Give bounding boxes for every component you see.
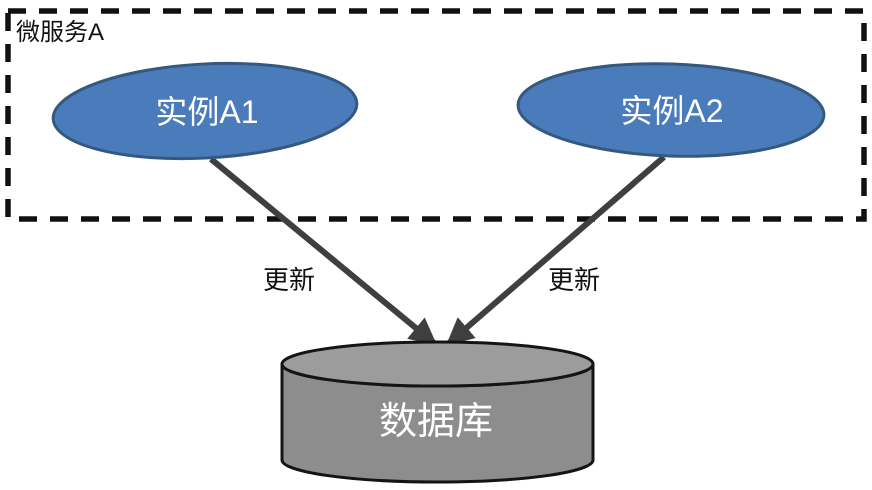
- edge-a1-to-db: [209, 156, 438, 346]
- database-label: 数据库: [379, 401, 493, 443]
- edge-a2-to-db: [445, 154, 666, 346]
- edge-label-a1-update: 更新: [263, 265, 315, 295]
- instance-a2-label: 实例A2: [620, 93, 723, 129]
- instance-a2-ellipse: [516, 62, 826, 158]
- instance-a1-label: 实例A1: [155, 94, 258, 130]
- microservice-group-label: 微服务A: [16, 19, 104, 46]
- node-instance-a1: 实例A1: [51, 61, 359, 161]
- node-database: 数据库: [280, 340, 595, 484]
- instance-a1-ellipse: [51, 61, 359, 161]
- node-instance-a2: 实例A2: [516, 62, 826, 158]
- edge-label-a2-update: 更新: [548, 265, 600, 295]
- database-cylinder-top: [280, 340, 595, 388]
- microservice-group-border: [5, 8, 867, 222]
